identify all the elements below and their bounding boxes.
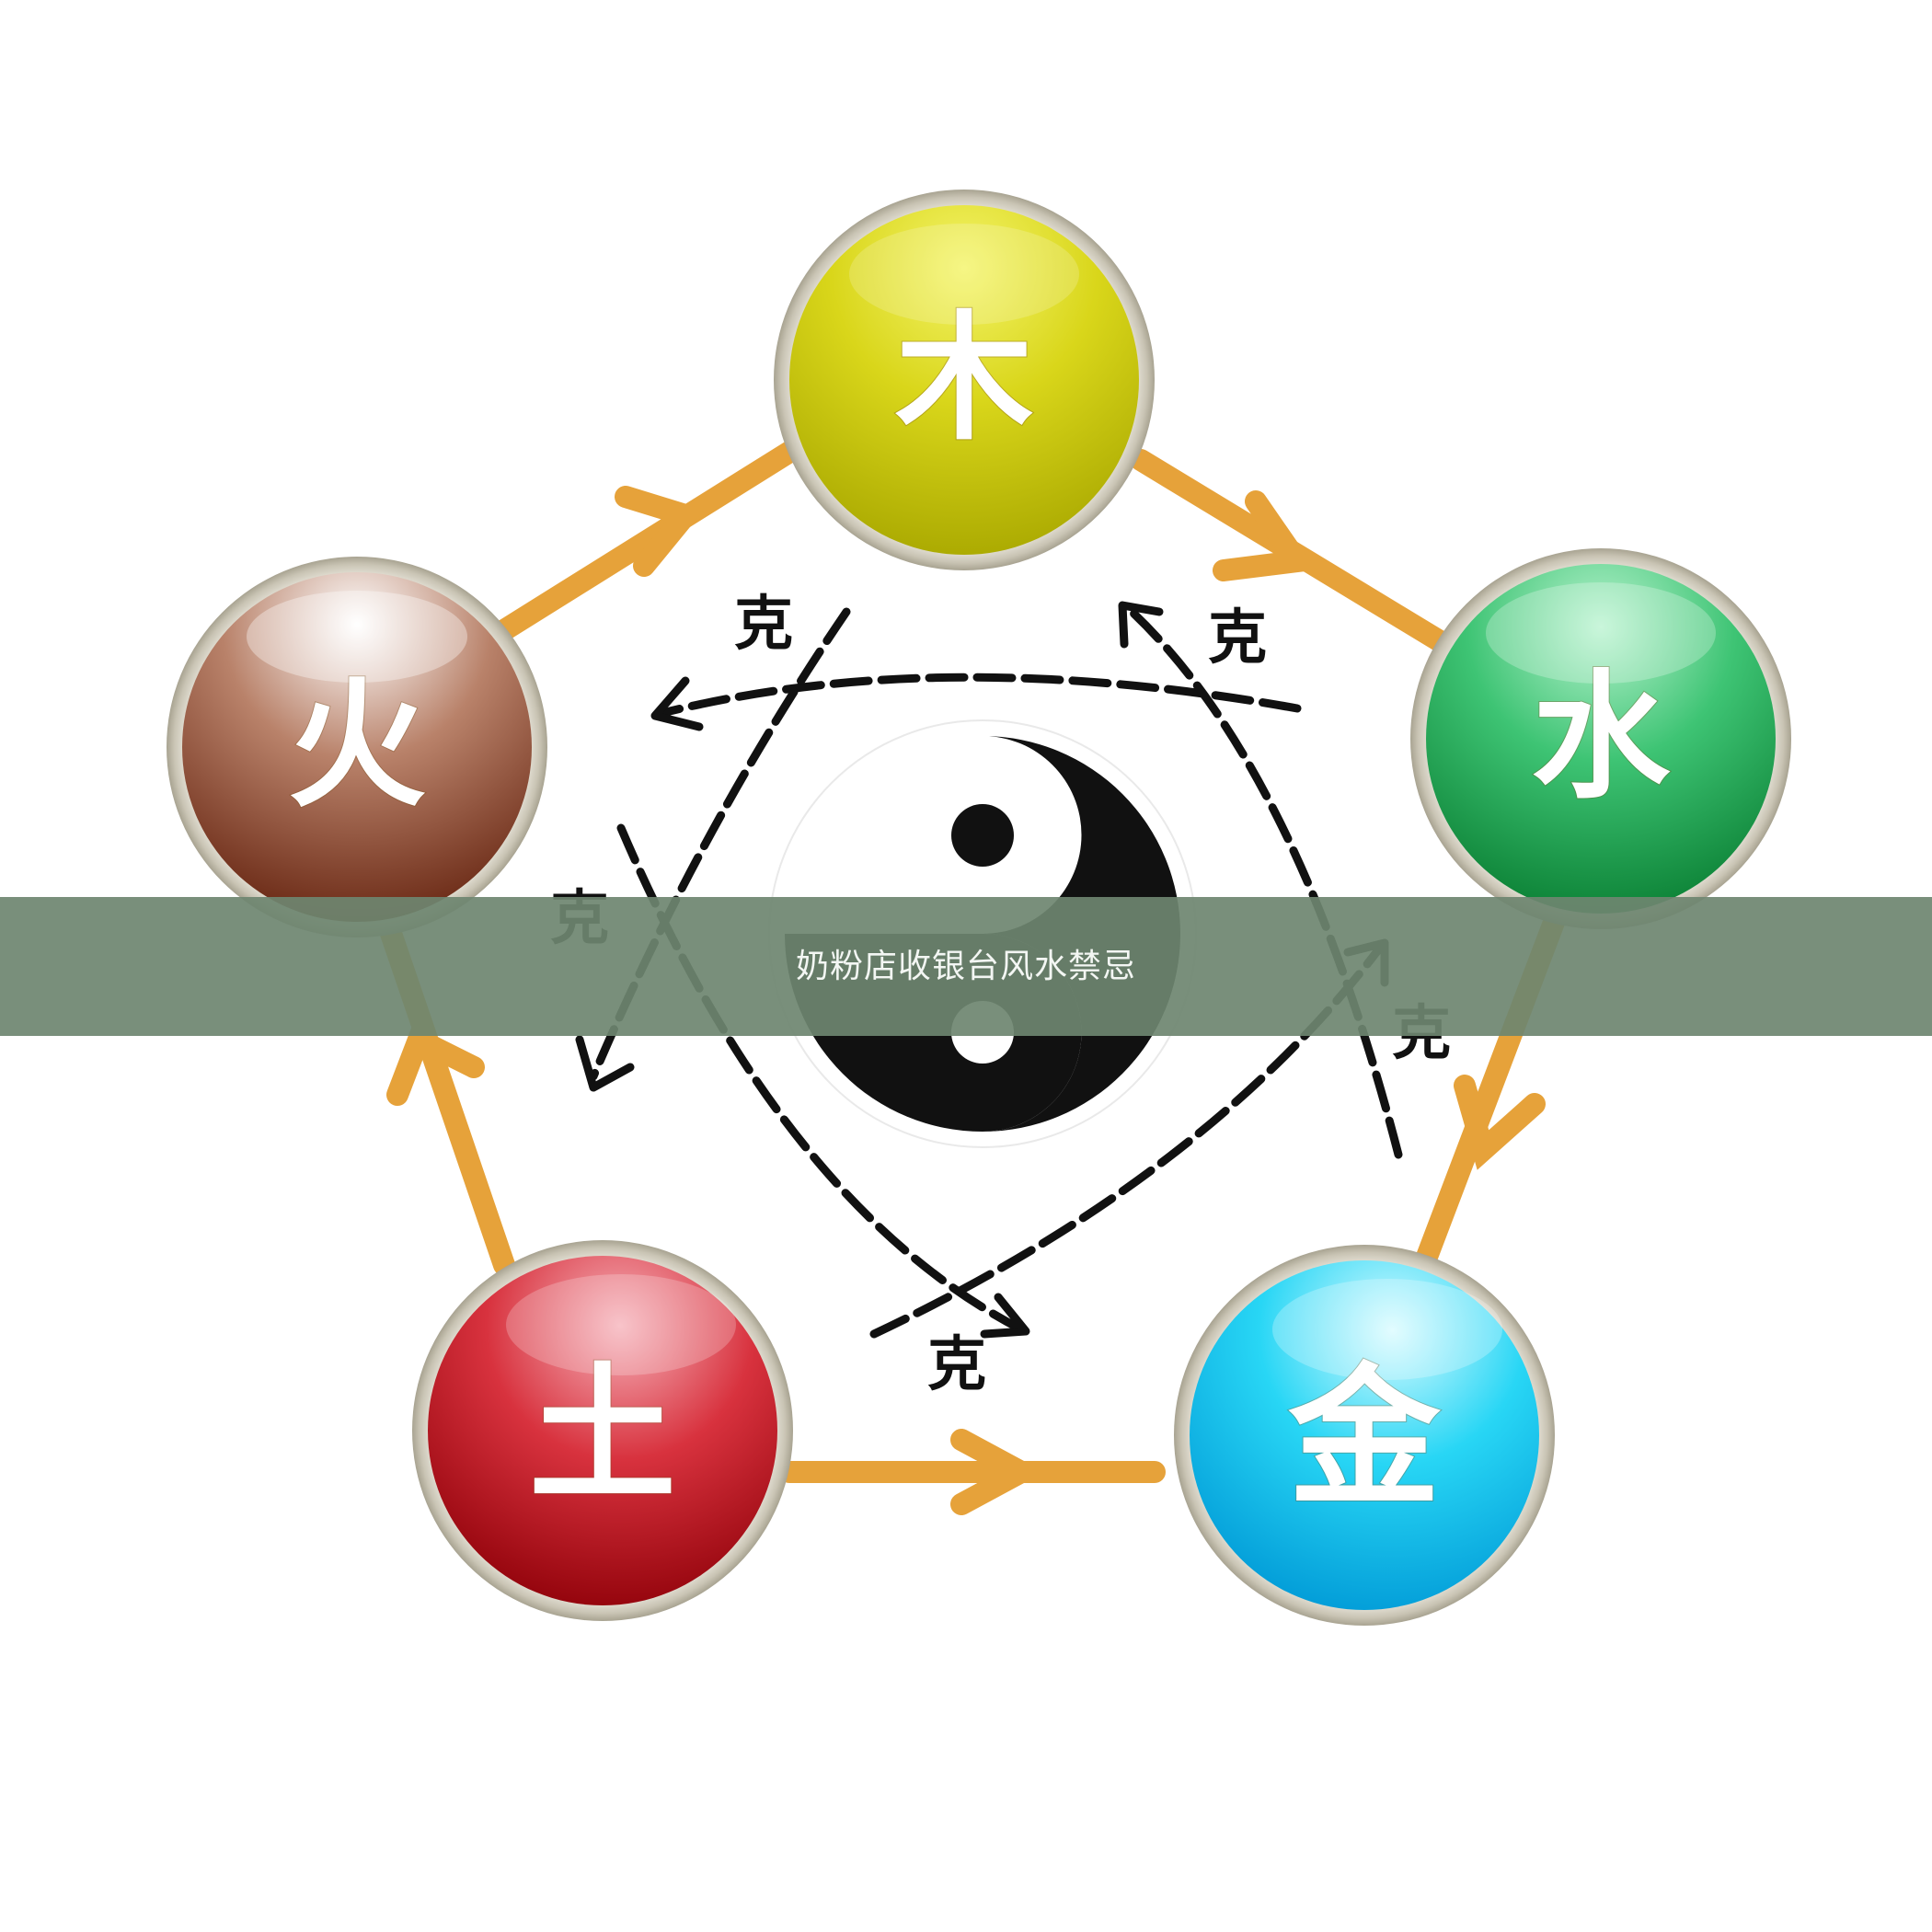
element-orb-water[interactable]: 水 [1410,548,1791,929]
ke-label-5: 克 [927,1330,986,1399]
ke-arrowhead-metal [980,1293,1030,1339]
ke-label-2: 克 [1208,604,1267,673]
arrowhead-earth-to-fire [386,1024,485,1106]
element-orb-earth[interactable]: 土 [412,1240,793,1621]
banner-title: 奶粉店收银台风水禁忌 [795,948,1136,985]
ke-label-1: 克 [734,590,793,659]
ke-arrowhead-wood [1118,601,1164,649]
element-label-water: 水 [1532,656,1671,818]
element-label-fire: 火 [288,664,426,826]
element-orb-metal[interactable]: 金 [1174,1245,1555,1626]
arrowhead-metal-to-earth [950,1429,1045,1515]
arrowhead-water-to-metal [1454,1075,1546,1170]
ke-arrowhead-earth [575,1035,635,1092]
element-orb-fire[interactable]: 火 [167,557,547,937]
ke-arrowhead-fire [650,676,704,731]
element-label-earth: 土 [529,1348,676,1521]
title-banner [0,897,1932,1036]
arrowhead-fire-to-wood [615,486,705,577]
element-label-wood: 木 [895,297,1033,459]
ke-path-water-to-fire [658,673,1302,718]
arrowhead-wood-to-water [1213,490,1317,581]
arrow-fire-to-wood [486,440,802,646]
element-label-metal: 金 [1288,1348,1442,1526]
ke-path-metal-to-wood [1122,603,1403,1159]
element-orb-wood[interactable]: 木 [774,190,1155,570]
